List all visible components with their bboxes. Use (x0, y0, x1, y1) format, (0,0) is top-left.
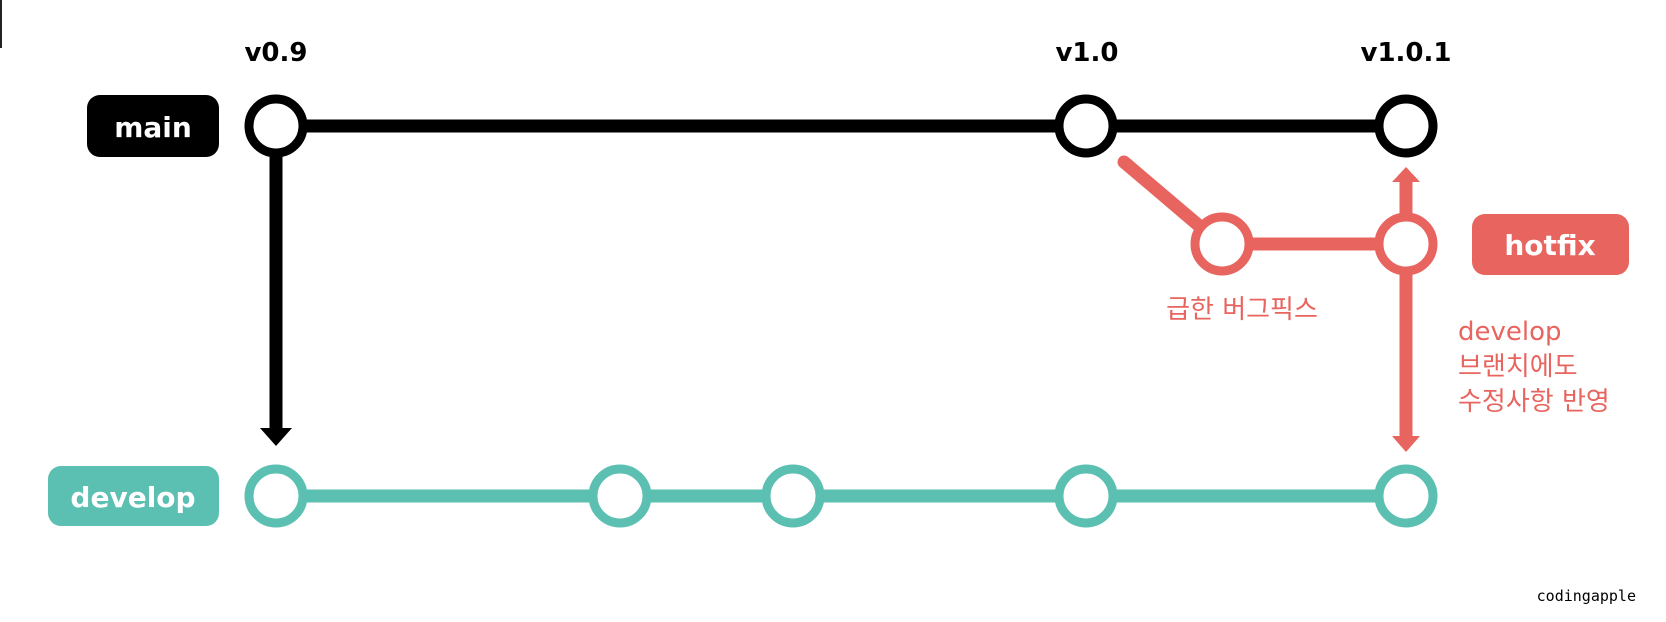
develop-branch-pill (48, 466, 219, 526)
main-commit-v0-9 (244, 94, 308, 158)
hotfix-branch-pill (1472, 214, 1629, 275)
develop-reflect-note-line1: develop (1458, 317, 1562, 347)
version-tag-v1-0-1: v1.0.1 (1361, 38, 1452, 68)
develop-commit-2 (588, 464, 652, 528)
main-commit-v1-0 (1054, 94, 1118, 158)
develop-reflect-note-line2: 브랜치에도 (1458, 352, 1578, 382)
hotfix-commit-2 (1374, 212, 1438, 276)
hotfix-commit-1 (1190, 212, 1254, 276)
left-edge-mark (0, 0, 2, 48)
main-branch-label: main (114, 111, 192, 144)
develop-commit-5 (1374, 464, 1438, 528)
footer-credit: codingapple (1537, 587, 1636, 605)
hotfix-diagonal-line (1117, 155, 1211, 237)
develop-commit-3 (761, 464, 825, 528)
develop-branch-label: develop (70, 481, 195, 514)
develop-commit-4 (1054, 464, 1118, 528)
version-tag-v0-9: v0.9 (244, 38, 307, 68)
version-tag-v1-0: v1.0 (1055, 38, 1118, 68)
hotfix-to-main-arrowhead (1392, 167, 1420, 182)
main-branch-pill (87, 95, 219, 157)
hotfix-note: 급한 버그픽스 (1166, 295, 1318, 325)
develop-reflect-note-line3: 수정사항 반영 (1458, 387, 1610, 417)
main-to-develop-arrowhead (260, 428, 292, 446)
main-commit-v1-0-1 (1374, 94, 1438, 158)
hotfix-branch-label: hotfix (1504, 229, 1595, 262)
hotfix-to-develop-arrowhead (1392, 436, 1420, 452)
develop-commit-1 (244, 464, 308, 528)
